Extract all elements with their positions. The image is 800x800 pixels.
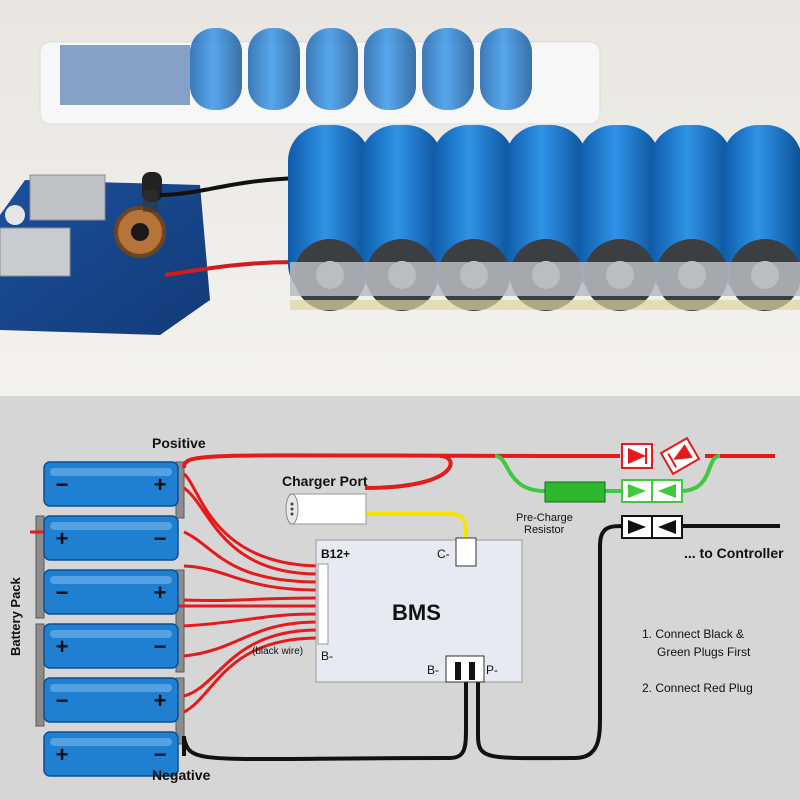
cell-highlight	[50, 522, 172, 530]
negative-label: Negative	[152, 767, 211, 783]
charger-positive-wire	[364, 454, 453, 490]
cell-left-terminal-sign: −	[56, 472, 69, 497]
cell-right-terminal-sign: −	[154, 742, 167, 767]
black-wire-note: (black wire)	[252, 646, 303, 657]
battery-pack-label: Battery Pack	[8, 576, 23, 656]
green-plug-connector	[621, 479, 683, 503]
cell-highlight	[50, 468, 172, 476]
cell-left-terminal-sign: −	[56, 580, 69, 605]
b-minus-left-label: B-	[321, 649, 333, 663]
balance-wires	[30, 472, 319, 714]
positive-wire	[182, 453, 621, 469]
b-minus-bottom-label: B-	[427, 663, 439, 677]
positive-label: Positive	[152, 435, 206, 451]
black-plug-connector	[621, 515, 683, 539]
charger-port	[285, 493, 367, 525]
cell-left-terminal-sign: +	[56, 634, 69, 659]
precharge-label-2: Resistor	[524, 524, 565, 536]
precharge-label-1: Pre-Charge	[516, 512, 573, 524]
battery-photo	[0, 0, 800, 396]
battery-pack-photo	[288, 125, 800, 311]
cell-highlight	[50, 630, 172, 638]
instruction-step1-line2: Green Plugs First	[657, 645, 751, 659]
battery-cells: −++−−++−−++−	[43, 461, 179, 777]
negative-wire	[182, 674, 468, 762]
bms-label: BMS	[392, 600, 441, 625]
battery-cell: −+	[43, 569, 179, 615]
cell-left-terminal-sign: +	[56, 526, 69, 551]
p-minus-label: P-	[486, 663, 498, 677]
battery-cell: +−	[43, 515, 179, 561]
cell-right-terminal-sign: +	[154, 472, 167, 497]
cell-left-terminal-sign: +	[56, 742, 69, 767]
bms-board	[315, 537, 523, 683]
series-straps	[35, 461, 185, 745]
precharge-wire	[494, 454, 721, 493]
battery-cell: −+	[43, 461, 179, 507]
cell-left-terminal-sign: −	[56, 688, 69, 713]
battery-cell: +−	[43, 731, 179, 777]
instruction-step2: 2. Connect Red Plug	[642, 681, 753, 695]
b12-plus-label: B12+	[321, 547, 350, 561]
precharge-resistor	[544, 481, 606, 503]
cell-right-terminal-sign: −	[154, 526, 167, 551]
controller-negative-wire	[476, 524, 780, 761]
cell-right-terminal-sign: −	[154, 634, 167, 659]
red-plug-connector	[621, 436, 701, 476]
charger-port-label: Charger Port	[282, 473, 368, 489]
battery-cell: +−	[43, 623, 179, 669]
charger-negative-wire	[365, 512, 468, 543]
to-controller-label: ... to Controller	[684, 545, 784, 561]
wiring-diagram: −++−−++−−++−	[0, 396, 800, 800]
cell-highlight	[50, 576, 172, 584]
c-minus-label: C-	[437, 547, 450, 561]
cell-highlight	[50, 738, 172, 746]
charging-pcb	[0, 172, 210, 335]
cell-right-terminal-sign: +	[154, 688, 167, 713]
cell-right-terminal-sign: +	[154, 580, 167, 605]
cell-highlight	[50, 684, 172, 692]
instruction-step1-line1: 1. Connect Black &	[642, 627, 744, 641]
battery-cell: −+	[43, 677, 179, 723]
background-cells	[190, 28, 532, 110]
